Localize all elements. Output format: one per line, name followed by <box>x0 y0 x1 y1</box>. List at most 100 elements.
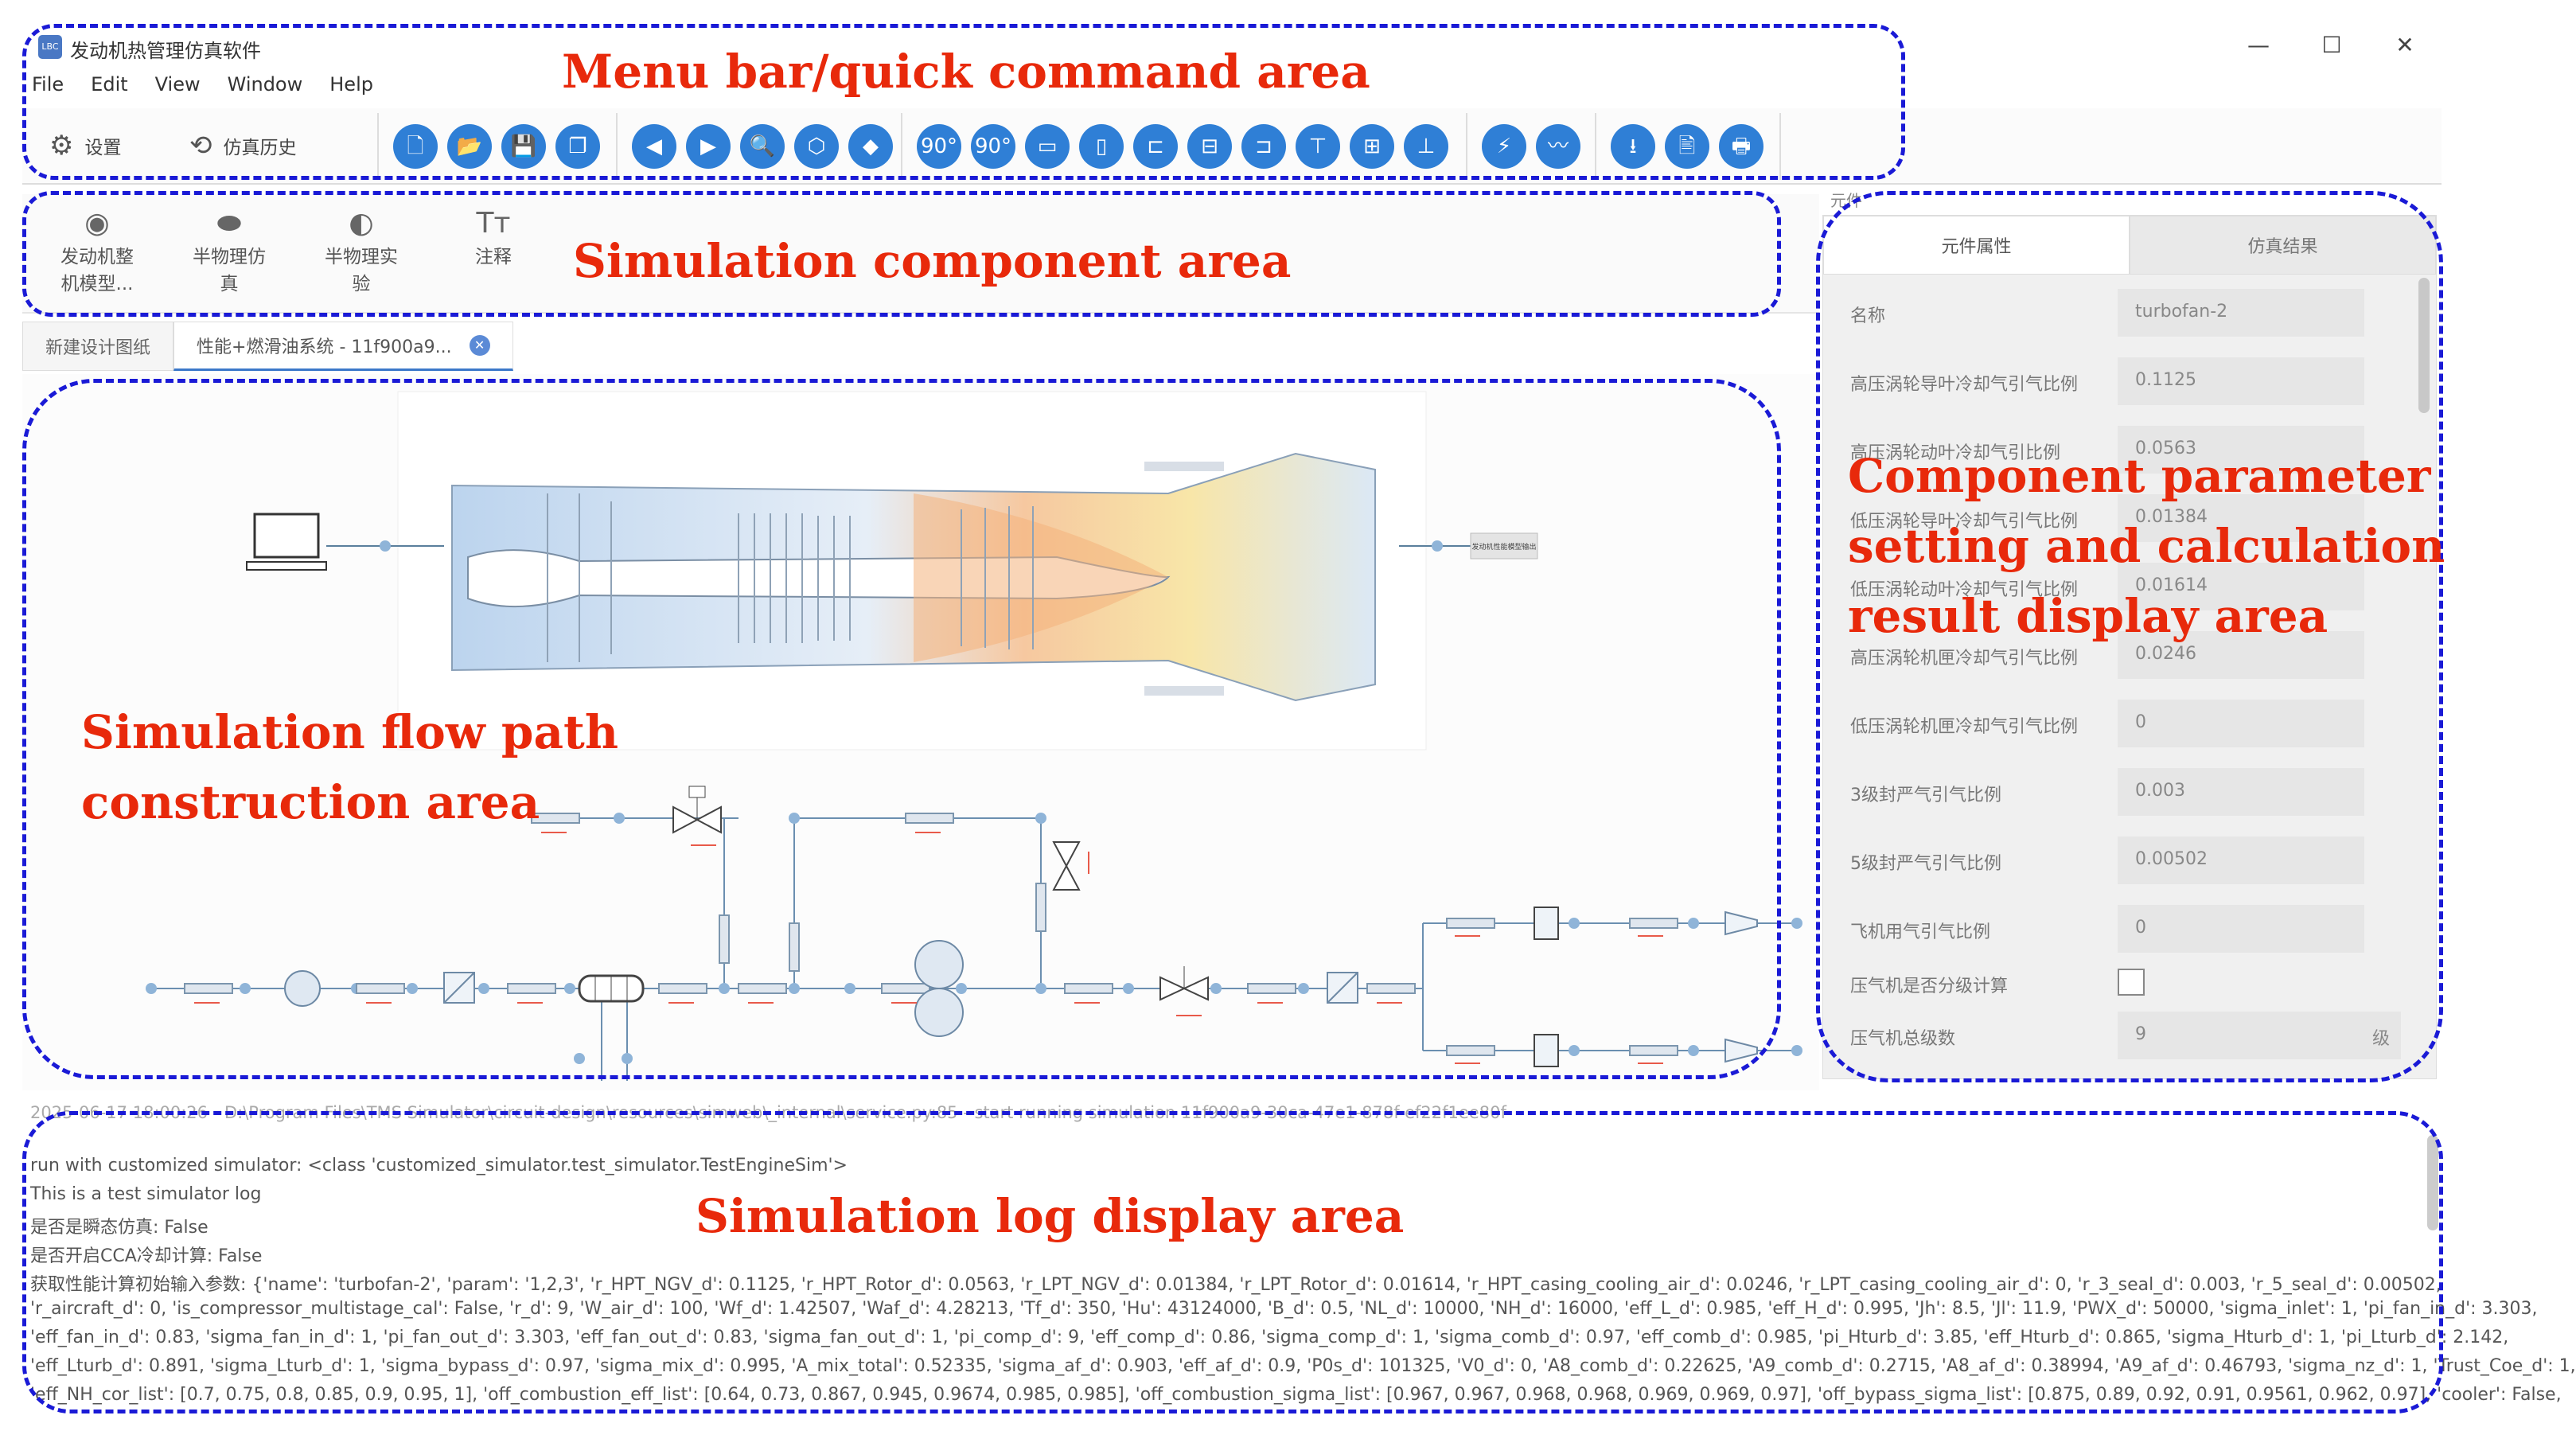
log-scrollbar[interactable] <box>2427 1135 2438 1230</box>
param-value-input[interactable]: 0.00502 <box>2118 836 2364 884</box>
open-folder-button[interactable]: 📂 <box>447 124 492 169</box>
output-node-label: 发动机性能模型输出 <box>1471 542 1536 552</box>
cube-button[interactable]: ⬡ <box>794 124 839 169</box>
layers-button[interactable]: ◆ <box>848 124 893 169</box>
print-icon: 🖶 <box>1731 135 1752 158</box>
param-value-input[interactable]: 0.01384 <box>2118 494 2364 542</box>
tank-component[interactable] <box>914 940 964 1037</box>
param-value-input[interactable]: turbofan-2 <box>2118 289 2364 337</box>
align-right-icon: ⊐ <box>1255 135 1272 158</box>
history-button[interactable]: ⟲ 仿真历史 <box>189 126 297 166</box>
valve-component[interactable] <box>672 786 722 834</box>
connection-port[interactable] <box>380 540 391 552</box>
panel-scrollbar[interactable] <box>2418 278 2430 413</box>
heat-exchanger-component[interactable] <box>578 974 645 1003</box>
panel-header: 元件 <box>1830 191 1862 210</box>
maximize-button[interactable]: ☐ <box>2321 32 2342 58</box>
param-value-input[interactable]: 0 <box>2118 700 2364 747</box>
pump-component[interactable] <box>284 970 321 1007</box>
tab-component-properties[interactable]: 元件属性 <box>1823 216 2130 275</box>
filter-component[interactable] <box>443 972 475 1004</box>
pipe-segments[interactable] <box>184 813 1678 1056</box>
rotate-cw-button[interactable]: 90° <box>917 124 961 169</box>
menu-help[interactable]: Help <box>329 73 373 96</box>
nozzle-component[interactable] <box>1724 910 1758 1063</box>
valve-component[interactable] <box>1052 841 1081 891</box>
open-folder-icon: 📂 <box>456 135 483 158</box>
redo-button[interactable]: ▶ <box>686 124 731 169</box>
param-value-input[interactable]: 0.1125 <box>2118 357 2364 405</box>
flip-v-icon: ▯ <box>1095 135 1108 158</box>
param-value-input[interactable]: 0.003 <box>2118 768 2364 816</box>
curve-button[interactable]: 〰 <box>1536 124 1580 169</box>
quick-command-toolbar: ⚙ 设置 ⟲ 仿真历史 🗋 📂 💾❐ ◀▶🔍⬡◆ 90° 90° ▭ ▯ ⊏ ⊟ ⊐ ⊤⊞⊥ ⚡〰 ⭳🖹 🖶 <box>22 108 2442 185</box>
align-center-button[interactable]: ⊟ <box>1187 124 1232 169</box>
param-value-input[interactable]: 0 <box>2118 905 2364 953</box>
flow-path-canvas[interactable]: 发动机性能模型输出 <box>22 374 1819 1090</box>
valve-component[interactable] <box>1159 966 1209 1001</box>
tab-label: 性能+燃滑油系统 - 11f900a9... <box>197 337 452 357</box>
flip-h-button[interactable]: ▭ <box>1025 124 1070 169</box>
align-left-icon: ⊏ <box>1147 135 1164 158</box>
turbofan-engine[interactable] <box>451 452 1376 702</box>
log-line: 'eff_Lturb_d': 0.891, 'sigma_Lturb_d': 1… <box>30 1356 2576 1376</box>
new-file-icon: 🗋 <box>407 135 424 158</box>
menu-view[interactable]: View <box>154 73 201 96</box>
toolbar-divider <box>616 113 618 180</box>
param-value-input[interactable]: 0.0246 <box>2118 631 2364 679</box>
copy-button[interactable]: ❐ <box>555 124 600 169</box>
tab-performance-system[interactable]: 性能+燃滑油系统 - 11f900a9... ✕ <box>173 322 513 371</box>
tab-new-drawing[interactable]: 新建设计图纸 <box>22 322 174 371</box>
save-button[interactable]: 💾 <box>501 124 546 169</box>
component-engine-model[interactable]: ◉ 发动机整 机模型... <box>41 204 153 298</box>
engine-icon: ◉ <box>84 207 110 240</box>
connection-port[interactable] <box>1432 540 1443 552</box>
component-hil-experiment[interactable]: ◐ 半物理实 验 <box>306 204 417 298</box>
bearing-component[interactable] <box>1534 907 1559 1067</box>
undo-button[interactable]: ◀ <box>632 124 676 169</box>
output-node[interactable] <box>1470 532 1538 560</box>
tab-simulation-results[interactable]: 仿真结果 <box>2130 216 2436 275</box>
menu-edit[interactable]: Edit <box>91 73 128 96</box>
rotate-ccw-button[interactable]: 90° <box>971 124 1015 169</box>
export-button[interactable]: 🖹 <box>1665 124 1709 169</box>
component-annotation[interactable]: Tт 注释 <box>438 204 549 271</box>
print-button[interactable]: 🖶 <box>1719 124 1763 169</box>
param-value-input[interactable]: 9 <box>2118 1012 2401 1059</box>
align-bottom-button[interactable]: ⊥ <box>1404 124 1448 169</box>
new-file-button[interactable]: 🗋 <box>393 124 438 169</box>
param-value-input[interactable]: 0.01614 <box>2118 563 2364 610</box>
close-window-button[interactable]: ✕ <box>2395 32 2414 58</box>
filter-component[interactable] <box>1327 972 1358 1004</box>
download-button[interactable]: ⭳ <box>1611 124 1655 169</box>
log-line: 'r_aircraft_d': 0, 'is_compressor_multis… <box>30 1299 2538 1319</box>
param-label: 压气机是否分级计算 <box>1850 977 2009 996</box>
rotate-ccw-icon: 90° <box>974 135 1012 158</box>
flip-h-icon: ▭ <box>1037 135 1058 158</box>
link-button[interactable]: ⚡ <box>1482 124 1526 169</box>
annotation-log-area: Simulation log display area <box>696 1189 1405 1243</box>
menu-window[interactable]: Window <box>227 73 303 96</box>
log-header-line: 2025-06-17 18:00:26 - D:\Program Files\T… <box>30 1103 1506 1122</box>
close-tab-icon[interactable]: ✕ <box>469 335 490 356</box>
settings-button[interactable]: ⚙ 设置 <box>49 126 121 166</box>
align-left-button[interactable]: ⊏ <box>1133 124 1178 169</box>
menu-file[interactable]: File <box>32 73 64 96</box>
component-hil-simulation[interactable]: ⬬ 半物理仿 真 <box>173 204 285 298</box>
hil-exp-icon: ◐ <box>349 207 374 240</box>
align-top-button[interactable]: ⊤ <box>1296 124 1340 169</box>
align-middle-button[interactable]: ⊞ <box>1350 124 1394 169</box>
simulation-log[interactable]: run with customized simulator: <class 'c… <box>22 1127 2576 1413</box>
param-value-input[interactable]: 0.0563 <box>2118 426 2364 474</box>
zoom-button[interactable]: 🔍 <box>740 124 785 169</box>
minimize-button[interactable]: — <box>2247 32 2270 58</box>
param-label: 5级封严气引气比例 <box>1850 854 2001 874</box>
computer-icon[interactable] <box>246 513 327 571</box>
align-right-button[interactable]: ⊐ <box>1241 124 1286 169</box>
history-icon: ⟲ <box>189 130 212 162</box>
flip-v-button[interactable]: ▯ <box>1079 124 1124 169</box>
multistage-checkbox[interactable] <box>2118 969 2145 996</box>
